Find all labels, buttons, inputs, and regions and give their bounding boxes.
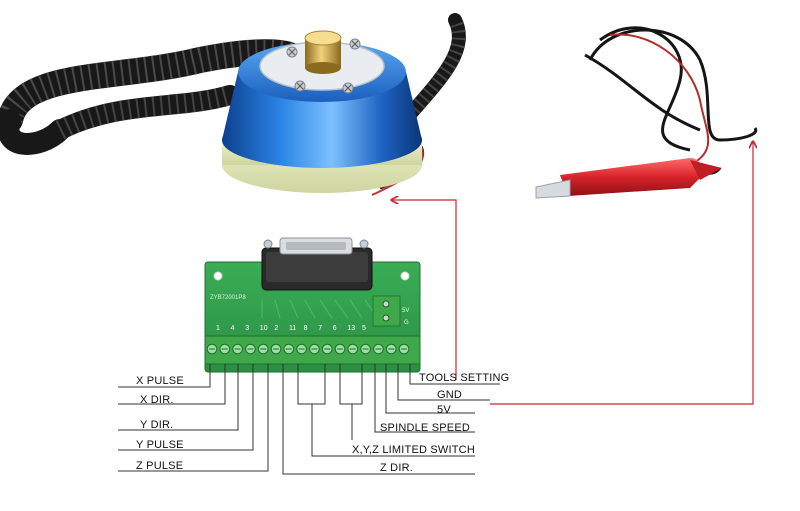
label-x-dir: X DIR. (140, 394, 174, 406)
pin-number-label: 4 (231, 325, 235, 332)
header-block-5v-gnd (372, 295, 401, 327)
pin-number-label: 8 (304, 325, 308, 332)
leader-lines (118, 364, 500, 475)
label-x-pulse: X PULSE (136, 375, 184, 387)
pin-number-label: 7 (318, 325, 322, 332)
label-limited-switch: X,Y,Z LIMITED SWITCH (352, 444, 475, 456)
header-5v-label: 5V (402, 308, 409, 314)
label-z-dir: Z DIR. (380, 462, 413, 474)
board-model-label: ZYB72001P8 (210, 295, 246, 301)
pin-number-label: 3 (245, 325, 249, 332)
db15-connector (261, 237, 373, 291)
alligator-clip-cable (535, 26, 758, 199)
label-y-pulse: Y PULSE (136, 439, 184, 451)
pin-number-row: 1 4 3 10 2 11 8 7 6 13 5 (216, 325, 366, 332)
pin-number-label: 6 (333, 325, 337, 332)
label-spindle-speed: SPINDLE SPEED (380, 422, 471, 434)
pin-number-label: 11 (289, 325, 296, 332)
header-g-label: G (404, 320, 409, 326)
screw-terminal-block (204, 335, 421, 365)
pin-number-label: 13 (347, 325, 355, 332)
label-tools-setting: TOOLS SETTING (419, 372, 510, 384)
tool-setter-probe (222, 30, 422, 193)
pin-number-label: 5 (362, 325, 366, 332)
label-y-dir: Y DIR. (140, 419, 174, 431)
pin-number-label: 10 (260, 325, 268, 332)
label-5v: 5V (437, 404, 451, 416)
label-z-pulse: Z PULSE (136, 460, 184, 472)
red-arrows (392, 142, 753, 405)
pin-number-label: 1 (216, 325, 220, 332)
label-gnd: GND (437, 389, 463, 401)
pin-number-label: 2 (274, 325, 278, 332)
